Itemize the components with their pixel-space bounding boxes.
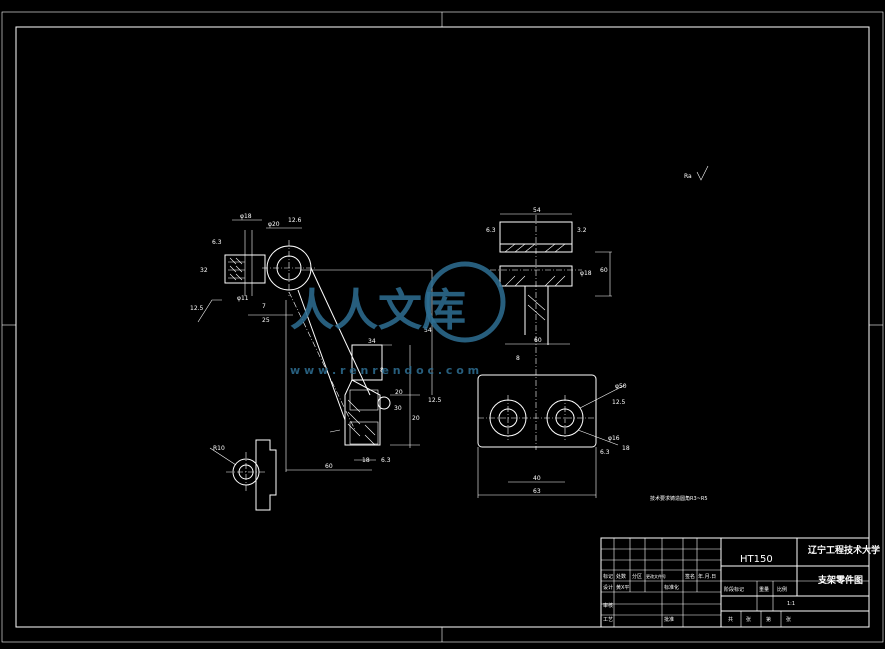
svg-text:φ18: φ18 <box>580 270 592 277</box>
svg-text:20: 20 <box>395 389 403 396</box>
svg-text:54: 54 <box>533 207 541 214</box>
svg-text:标准化: 标准化 <box>664 584 679 591</box>
svg-text:更改文件号: 更改文件号 <box>646 573 666 579</box>
svg-text:人人文库: 人人文库 <box>290 285 466 336</box>
svg-text:φ16: φ16 <box>608 435 620 442</box>
svg-text:6.3: 6.3 <box>486 227 496 234</box>
svg-text:32: 32 <box>200 267 208 274</box>
svg-text:标记: 标记 <box>603 573 613 580</box>
svg-text:张: 张 <box>786 616 791 623</box>
svg-text:R10: R10 <box>213 445 225 452</box>
svg-text:阶段标记: 阶段标记 <box>724 586 744 593</box>
svg-text:共: 共 <box>728 616 733 623</box>
svg-text:辽宁工程技术大学: 辽宁工程技术大学 <box>808 544 880 556</box>
svg-text:处数: 处数 <box>616 573 626 580</box>
roughness-symbol: Ra <box>684 165 709 181</box>
svg-text:20: 20 <box>412 415 420 422</box>
inner-frame <box>15 26 870 628</box>
svg-text:54: 54 <box>424 327 432 334</box>
svg-text:签名: 签名 <box>685 573 695 580</box>
svg-text:12.5: 12.5 <box>428 397 442 404</box>
svg-text:60: 60 <box>600 267 608 274</box>
svg-text:φ50: φ50 <box>615 383 627 390</box>
svg-text:工艺: 工艺 <box>603 617 613 623</box>
svg-text:第: 第 <box>766 616 771 623</box>
svg-text:技术要求铸造圆角R3~R5: 技术要求铸造圆角R3~R5 <box>650 495 708 502</box>
svg-text:φ20: φ20 <box>268 221 280 228</box>
svg-text:比例: 比例 <box>777 586 787 593</box>
svg-text:Ra: Ra <box>684 173 692 180</box>
svg-text:φ11: φ11 <box>237 295 249 302</box>
svg-text:63: 63 <box>533 488 541 495</box>
svg-text:7: 7 <box>262 303 266 310</box>
svg-text:设计: 设计 <box>603 584 613 591</box>
svg-text:HT150: HT150 <box>740 554 773 565</box>
svg-text:张: 张 <box>746 616 751 623</box>
left-section-view: φ18 φ20 12.6 6.3 φ11 32 12.5 25 7 60 34 … <box>190 213 442 472</box>
svg-text:12.5: 12.5 <box>612 399 626 406</box>
svg-text:12.5: 12.5 <box>190 305 204 312</box>
right-views: 54 6.3 3.2 φ18 60 60 8 40 φ50 12.5 φ16 6… <box>477 207 708 502</box>
svg-text:w w w . r e n r e n d o c . c: w w w . r e n r e n d o c . c o m <box>290 364 479 377</box>
svg-text:30: 30 <box>394 405 402 412</box>
svg-text:34: 34 <box>368 338 376 345</box>
end-view: R10 <box>209 439 277 511</box>
svg-text:40: 40 <box>533 475 541 482</box>
svg-text:批准: 批准 <box>664 616 674 623</box>
svg-text:黄X平: 黄X平 <box>616 584 629 591</box>
svg-text:18: 18 <box>622 445 630 452</box>
svg-text:分区: 分区 <box>632 573 642 580</box>
svg-text:6.3: 6.3 <box>600 449 610 456</box>
svg-text:8: 8 <box>380 367 384 374</box>
watermark: 人人文库 w w w . r e n r e n d o c . c o m <box>290 261 506 377</box>
outer-frame <box>1 11 884 643</box>
svg-text:支架零件图: 支架零件图 <box>817 574 863 586</box>
svg-text:3.2: 3.2 <box>577 227 587 234</box>
svg-text:审核: 审核 <box>603 602 613 609</box>
svg-text:60: 60 <box>325 463 333 470</box>
svg-text:8: 8 <box>516 355 520 362</box>
svg-text:12.6: 12.6 <box>288 217 302 224</box>
svg-text:6.3: 6.3 <box>212 239 222 246</box>
svg-text:重量: 重量 <box>759 586 769 593</box>
svg-text:18: 18 <box>362 457 370 464</box>
svg-text:60: 60 <box>534 337 542 344</box>
title-block: HT150 辽宁工程技术大学 支架零件图 1:1 标记 处数 分区 更改文件号 … <box>600 537 880 628</box>
svg-text:年.月.日: 年.月.日 <box>698 573 716 580</box>
svg-text:φ18: φ18 <box>240 213 252 220</box>
svg-text:25: 25 <box>262 317 270 324</box>
svg-text:1:1: 1:1 <box>787 601 795 607</box>
svg-text:6.3: 6.3 <box>381 457 391 464</box>
